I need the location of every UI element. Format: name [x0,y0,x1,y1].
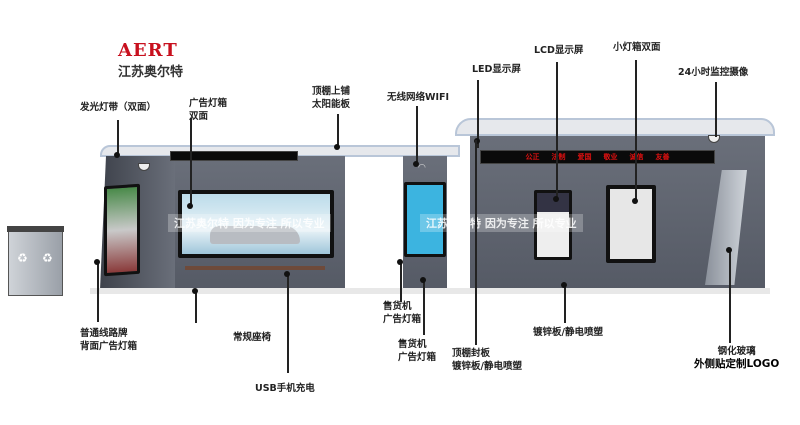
callout-line [190,118,192,206]
camera-icon [138,163,150,171]
label-line: 售货机 [383,301,412,312]
callout-dot [553,196,559,202]
callout-dot [192,288,198,294]
led-word: 爱国 [577,153,592,161]
left-led-banner [170,151,298,161]
label-line: 钢化玻璃 [717,346,756,357]
label-vending-b: 售货机广告灯箱 [398,338,436,364]
vending-lightbox [404,182,446,257]
brand-logo: AERT 江苏奥尔特 [118,40,183,80]
camera-icon [708,135,720,143]
callout-dot [397,259,403,265]
trash-bin-top [7,226,64,232]
callout-dot [187,203,193,209]
callout-line [117,120,119,155]
callout-dot [413,161,419,167]
callout-line [556,62,558,198]
label-glass: 钢化玻璃外侧贴定制LOGO [694,345,779,371]
label-ceiling: 顶棚封板镀锌板/静电喷塑 [452,347,522,373]
led-word: 友善 [655,153,670,161]
callout-dot [420,277,426,283]
label-line: 顶棚上铺 [312,86,351,97]
callout-line [635,60,637,202]
label-line: 外侧贴定制LOGO [694,358,780,370]
led-word: 法制 [551,153,566,161]
label-route-sign: 普通线路牌背面广告灯箱 [80,327,137,353]
callout-dot [114,152,120,158]
callout-dot [561,282,567,288]
led-word: 敬业 [603,153,618,161]
watermark-right: 江苏奥尔特 因为专注 所以专业 [420,214,583,232]
label-line: 广告灯箱 [383,314,422,325]
label-led: LED显示屏 [472,64,521,75]
ground-shadow [90,288,770,294]
label-line: 广告灯箱 [398,352,437,363]
label-line: 售货机 [398,339,427,350]
led-word: 公正 [525,153,540,161]
callout-line [400,262,402,302]
label-line: 广告灯箱 [189,98,228,109]
callout-line [97,262,99,322]
label-small-box: 小灯箱双面 [613,42,661,53]
lcd-screen [534,190,572,260]
label-line: 镀锌板/静电喷塑 [452,361,522,372]
callout-line [287,273,289,373]
callout-line [475,140,477,345]
watermark-left: 江苏奥尔特 因为专注 所以专业 [168,214,331,232]
small-lightbox [606,185,656,263]
callout-dot [726,247,732,253]
route-sign-screen [104,183,140,277]
recycle-icon: ♻ [42,251,53,265]
callout-line [416,106,418,164]
callout-dot [284,271,290,277]
callout-line [564,285,566,323]
label-bench: 常规座椅 [233,332,272,343]
bench [185,266,325,270]
logo-brand: AERT [118,40,178,61]
callout-dot [94,259,100,265]
callout-dot [632,198,638,204]
callout-line [195,290,197,323]
wifi-icon: ◠ [418,163,426,173]
label-ad-box: 广告灯箱双面 [189,97,227,123]
callout-line [337,114,339,147]
ad-lightbox [178,190,334,258]
label-wifi: 无线网络WIFI [387,92,450,103]
label-usb: USB手机充电 [255,383,315,394]
car-image [210,226,300,244]
label-line: 太阳能板 [312,99,351,110]
label-line: 顶棚封板 [452,348,491,359]
right-led-screen: 公正 法制 爱国 敬业 诚信 友善 [480,150,715,164]
callout-line [423,280,425,335]
label-vending-a: 售货机广告灯箱 [383,300,421,326]
logo-company: 江苏奥尔特 [118,65,184,80]
right-roof [455,118,775,136]
recycle-icon: ♻ [17,251,28,265]
label-line: 背面广告灯箱 [80,341,138,352]
led-word: 诚信 [629,153,644,161]
label-camera: 24小时监控摄像 [678,67,749,78]
callout-line [729,250,731,343]
callout-line [715,82,717,137]
callout-dot [334,144,340,150]
label-line: 普通线路牌 [80,328,128,339]
label-light-strip: 发光灯带（双面） [80,102,157,113]
label-lcd: LCD显示屏 [534,45,584,56]
callout-dot [474,138,480,144]
label-line: 双面 [189,111,209,122]
callout-line [477,80,479,148]
label-roof-solar: 顶棚上铺太阳能板 [312,85,350,111]
label-panel: 镀锌板/静电喷塑 [533,327,603,338]
trash-bin: ♻ ♻ [7,226,64,296]
